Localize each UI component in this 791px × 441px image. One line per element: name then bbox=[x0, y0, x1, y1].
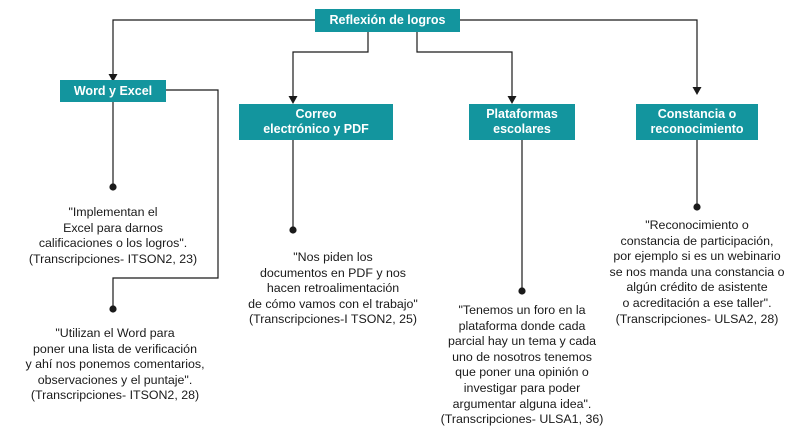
quote-line: plataforma donde cada bbox=[458, 318, 586, 333]
quote-line: (Transcripciones- ITSON2, 23) bbox=[28, 251, 198, 266]
category-label-line: Constancia o bbox=[657, 107, 737, 121]
bullet-quote-3 bbox=[289, 226, 297, 234]
quote-line: "Utilizan el Word para bbox=[55, 326, 175, 340]
bullet-quote-4 bbox=[518, 287, 526, 295]
category-label-line: Word y Excel bbox=[73, 83, 153, 98]
quote-line: investigar para poder bbox=[463, 380, 581, 395]
quote-line: constancia de participación, bbox=[620, 233, 774, 248]
category-plataformas: Plataformas escolares bbox=[469, 104, 575, 140]
quote-line: documentos en PDF y nos bbox=[259, 265, 406, 280]
quote-line: parcial hay un tema y cada bbox=[447, 334, 597, 349]
quote-line: uno de nosotros tenemos bbox=[452, 349, 592, 364]
quote-line: "Implementan el bbox=[68, 205, 158, 219]
quote-line: hacen retroalimentación bbox=[266, 281, 400, 296]
quote-line: poner una lista de verificación bbox=[33, 341, 197, 356]
quote-line: calificaciones o los logros". bbox=[38, 236, 188, 251]
connector-root-word-excel bbox=[112, 19, 315, 75]
category-label-line: Correo bbox=[295, 107, 337, 121]
connector-root-correo bbox=[292, 32, 369, 97]
arrowhead-constancia bbox=[692, 87, 702, 95]
category-label-line: escolares bbox=[493, 122, 551, 136]
quote-line: y ahí nos ponemos comentarios, bbox=[25, 357, 205, 372]
category-label-line: Plataformas bbox=[486, 107, 558, 121]
quote-line: (Transcripciones- ULSA1, 36) bbox=[440, 412, 604, 427]
quote-line: que poner una opinión o bbox=[455, 365, 589, 380]
arrowhead-word-excel bbox=[108, 74, 118, 82]
quote-word-excel-2: "Utilizan el Word para poner una lista d… bbox=[0, 326, 230, 404]
category-word-excel: Word y Excel bbox=[60, 80, 166, 102]
bullet-quote-1 bbox=[109, 183, 117, 191]
quote-line: de cómo vamos con el trabajo" bbox=[248, 296, 418, 311]
root-node: Reflexión de logros bbox=[315, 9, 460, 32]
connector-root-plataformas bbox=[416, 32, 513, 97]
category-label-line: reconocimiento bbox=[650, 122, 744, 136]
category-correo-pdf: Correo electrónico y PDF bbox=[239, 104, 393, 140]
arrowhead-plataformas bbox=[507, 96, 517, 104]
connector-root-constancia bbox=[460, 19, 698, 88]
quote-line: "Reconocimiento o bbox=[645, 218, 749, 232]
root-node-label: Reflexión de logros bbox=[329, 13, 446, 27]
quote-correo-pdf: "Nos piden los documentos en PDF y nos h… bbox=[233, 250, 433, 328]
category-constancia: Constancia o reconocimiento bbox=[636, 104, 758, 140]
quote-line: "Nos piden los bbox=[293, 250, 373, 264]
quote-line: por ejemplo si es un webinario bbox=[613, 249, 781, 264]
quote-line: algún crédito de asistente bbox=[626, 280, 768, 295]
arrowhead-correo bbox=[288, 96, 298, 104]
quote-line: se nos manda una constancia o bbox=[609, 264, 785, 279]
quote-constancia: "Reconocimiento o constancia de particip… bbox=[603, 218, 791, 327]
bullet-quote-5 bbox=[693, 203, 701, 211]
quote-line: (Transcripciones-I TSON2, 25) bbox=[248, 312, 417, 327]
quote-line: (Transcripciones- ITSON2, 28) bbox=[30, 388, 200, 403]
quote-line: Excel para darnos bbox=[63, 220, 163, 235]
quote-plataformas: "Tenemos un foro en la plataforma donde … bbox=[432, 303, 612, 428]
category-label-line: electrónico y PDF bbox=[263, 122, 369, 136]
quote-line: observaciones y el puntaje". bbox=[37, 372, 193, 387]
quote-line: "Tenemos un foro en la bbox=[458, 303, 586, 317]
quote-line: o acreditación a ese taller". bbox=[622, 295, 772, 310]
bullet-quote-2 bbox=[109, 305, 117, 313]
quote-line: argumentar alguna idea". bbox=[452, 396, 592, 411]
quote-word-excel-1: "Implementan el Excel para darnos califi… bbox=[8, 205, 218, 267]
connector-word-excel-quote-2 bbox=[112, 89, 219, 308]
quote-line: (Transcripciones- ULSA2, 28) bbox=[615, 311, 779, 326]
